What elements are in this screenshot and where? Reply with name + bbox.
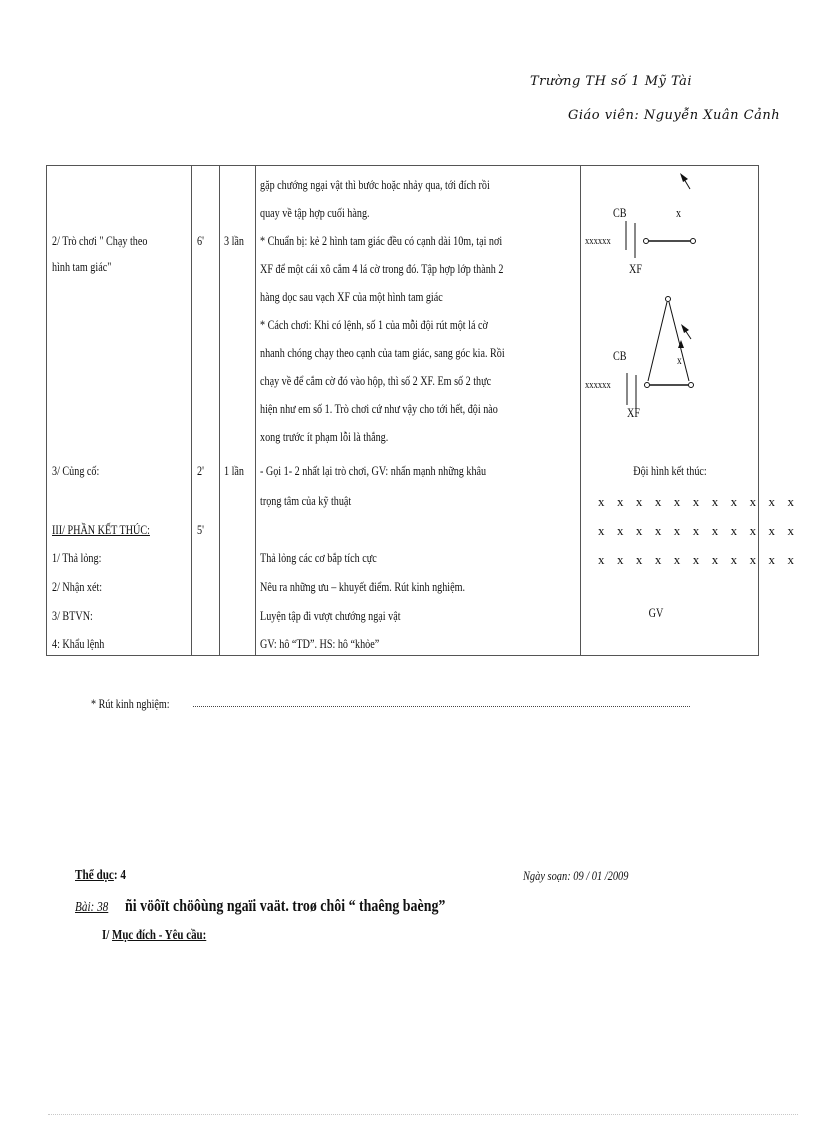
method-line: hiện như em số 1. Trò chơi cứ như vậy ch… (260, 401, 498, 416)
table-col-divider (580, 165, 581, 656)
prep-date: Ngày soạn: 09 / 01 /2009 (523, 868, 629, 883)
lesson-table (46, 165, 759, 656)
time-cell: 6' (197, 233, 204, 248)
section-heading: I/ Mục đích - Yêu cầu: (102, 928, 206, 944)
teacher-position: GV (648, 605, 664, 620)
student-marker: x (677, 353, 682, 367)
table-col-divider (219, 165, 220, 656)
review-dotted-line (193, 706, 690, 708)
method-line: gặp chướng ngại vật thì bước hoặc nhảy q… (260, 177, 490, 192)
direction-arrow-icon (678, 340, 684, 348)
method-line: xong trước ít phạm lỗi là thắng. (260, 429, 389, 444)
method-line: nhanh chóng chạy theo cạnh của tam giác,… (260, 345, 505, 360)
lesson-title: ñi vöôït chöôùng ngaïi vaät. troø chôi “… (125, 896, 446, 915)
course-diagram-svg (625, 173, 696, 258)
cb-label: CB (613, 205, 627, 220)
method-line: Thả lỏng các cơ bắp tích cực (260, 550, 377, 565)
reps-cell: 1 lần (224, 463, 244, 478)
xf-label: XF (629, 261, 642, 276)
method-line: quay về tập hợp cuối hàng. (260, 205, 370, 220)
method-line: GV: hô “TD”. HS: hô “khỏe” (260, 636, 380, 651)
content-cell: hình tam giác" (52, 259, 112, 274)
method-line: Nêu ra những ưu – khuyết điểm. Rút kinh … (260, 579, 466, 594)
method-line: XF để một cái xô cắm 4 lá cờ trong đó. T… (260, 261, 504, 276)
section-heading: III/ PHẦN KẾT THÚC: (52, 522, 150, 537)
method-line: - Gọi 1- 2 nhất lại trò chơi, GV: nhấn m… (260, 463, 487, 478)
content-cell: 1/ Thả lỏng: (52, 550, 102, 565)
time-cell: 2' (197, 463, 204, 478)
method-line: Luyện tập đi vượt chướng ngại vật (260, 608, 401, 623)
page-boundary (48, 1114, 798, 1116)
method-line: chạy về để cắm cờ đó vào hộp, thì số 2 X… (260, 373, 492, 388)
subject-label: Thể dục (75, 868, 114, 883)
arrow-icon (680, 173, 691, 190)
content-cell: 2/ Nhận xét: (52, 579, 103, 594)
arrow-icon (681, 324, 692, 340)
method-line: trọng tâm của kỹ thuật (260, 493, 352, 508)
section-prefix: I/ (102, 928, 113, 943)
reps-cell: 3 lần (224, 233, 244, 248)
table-col-divider (191, 165, 192, 656)
lesson-number: Bài: 38 (75, 900, 109, 915)
students-row: xxxxxx (585, 379, 611, 391)
table-col-divider (255, 165, 256, 656)
subject-grade: : 4 (113, 868, 127, 883)
method-line: * Cách chơi: Khi có lệnh, số 1 của mỗi đ… (260, 317, 488, 332)
content-cell: 2/ Trò chơi " Chạy theo (52, 233, 148, 248)
review-label: * Rút kinh nghiệm: (91, 696, 170, 711)
content-cell: 4: Khẩu lệnh (52, 636, 105, 651)
formation-row: x x x x x x x x x x x (598, 494, 799, 509)
student-marker: x (676, 205, 682, 220)
subject-line: Thể dục: 4 (75, 868, 126, 884)
section-title: Mục đích - Yêu cầu: (112, 928, 207, 943)
method-line: hàng dọc sau vạch XF của một hình tam gi… (260, 289, 443, 304)
xf-label: XF (627, 405, 640, 420)
method-line: * Chuẩn bị: kẻ 2 hình tam giác đều có cạ… (260, 233, 503, 248)
content-cell: 3/ Củng cố: (52, 463, 100, 478)
time-cell: 5' (197, 522, 204, 537)
school-name: Trường TH số 1 Mỹ Tài (530, 74, 693, 89)
formation-row: x x x x x x x x x x x (598, 523, 799, 538)
lesson-title-line: Bài: 38 ñi vöôït chöôùng ngaïi vaät. tro… (75, 896, 516, 916)
teacher-name: Giáo viên: Nguyễn Xuân Cảnh (568, 108, 781, 123)
triangle-diagram-svg (626, 296, 694, 413)
cb-label: CB (613, 348, 627, 363)
students-row: xxxxxx (585, 235, 611, 247)
formation-row: x x x x x x x x x x x (598, 552, 799, 567)
formation-title: Đội hình kết thúc: (633, 463, 707, 478)
content-cell: 3/ BTVN: (52, 608, 93, 623)
